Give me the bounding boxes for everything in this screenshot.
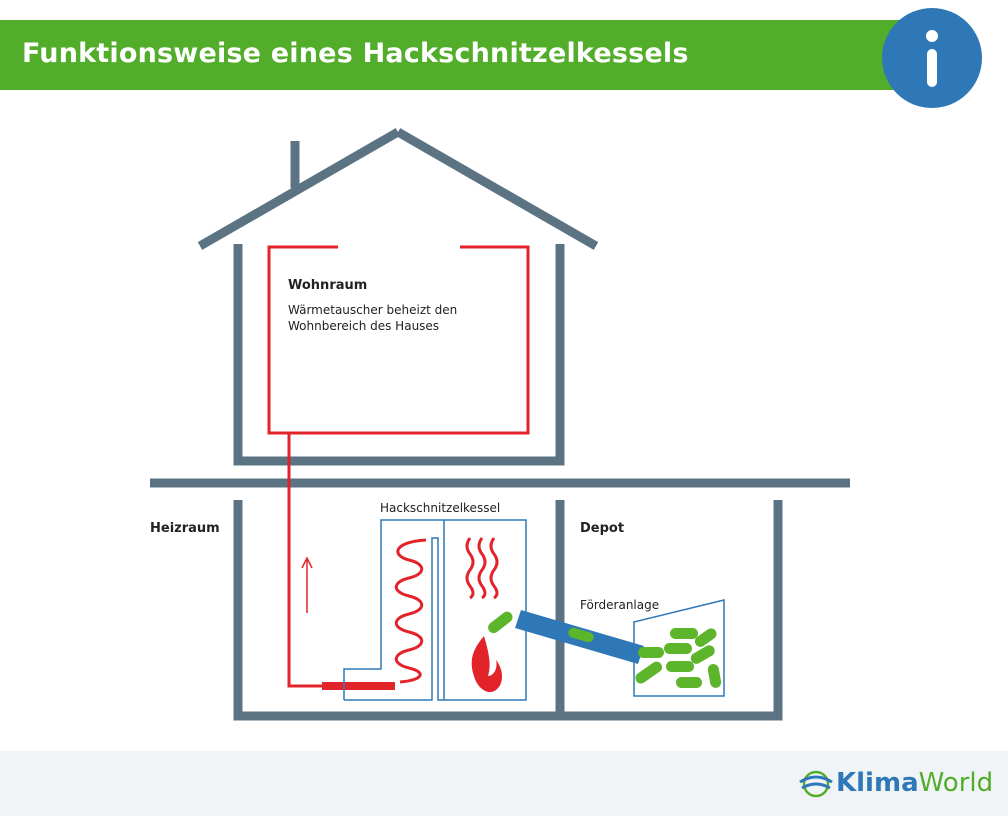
roof-left <box>197 128 401 250</box>
wohnraum-label: Wohnraum <box>288 278 368 293</box>
klimaworld-logo[interactable]: KlimaWorld <box>836 768 993 798</box>
footer <box>0 751 1008 816</box>
roof-right <box>395 128 599 250</box>
info-stem <box>927 49 937 87</box>
supply-pipe <box>287 433 324 688</box>
heating-circuit <box>267 245 530 688</box>
boiler-left-chamber <box>343 519 444 700</box>
basement-walls <box>233 500 783 721</box>
logo-part1: Klima <box>836 768 919 798</box>
depot-hopper <box>633 599 725 697</box>
info-dot <box>926 30 938 42</box>
house-structure <box>150 128 850 721</box>
flow-arrow-head <box>301 556 313 569</box>
heat-connector <box>322 682 395 690</box>
depot-label: Depot <box>580 521 625 536</box>
boiler-body <box>344 519 527 701</box>
boiler-outline <box>343 519 527 701</box>
kessel-label: Hackschnitzelkessel <box>380 501 501 515</box>
info-icon[interactable] <box>882 8 982 108</box>
flame-icon <box>471 636 502 693</box>
heizraum-label: Heizraum <box>150 521 220 536</box>
wood-chip <box>488 611 513 634</box>
wood-chip <box>568 627 594 643</box>
title-bar <box>0 20 930 90</box>
klimaworld-logo-icon <box>799 770 833 798</box>
logo-part2: World <box>918 768 994 798</box>
heat-waves <box>465 537 499 600</box>
wohnraum-description: Wärmetauscher beheizt den Wohnbereich de… <box>288 303 458 333</box>
coil <box>394 538 427 684</box>
heat-exchanger-loop <box>267 245 530 435</box>
foerderanlage-label: Förderanlage <box>580 598 660 612</box>
page-title: Funktionsweise eines Hackschnitzelkessel… <box>22 38 689 69</box>
living-room-walls <box>233 244 565 466</box>
wood-chips <box>635 628 722 688</box>
